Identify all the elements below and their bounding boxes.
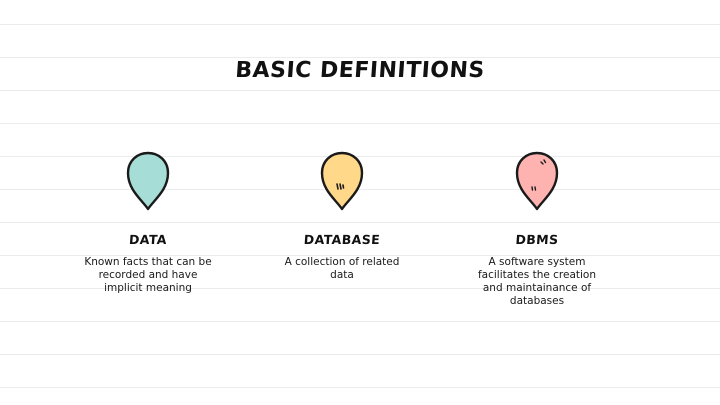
map-pin-icon [126,151,170,211]
ruled-line [0,321,720,322]
ruled-line [0,354,720,355]
ruled-line [0,24,720,25]
pin-body [126,151,170,211]
ruled-line [0,156,720,157]
ruled-line [0,288,720,289]
map-pin-icon [515,151,559,211]
ruled-line [0,90,720,91]
pin-body [320,151,364,211]
card-description: Known facts that can be recorded and hav… [84,256,212,294]
card-description: A collection of related data [284,256,400,281]
pin-body [515,151,559,211]
ruled-line [0,189,720,190]
ruled-line [0,222,720,223]
pin-shine-marks [336,183,345,190]
definition-card-data: DATA Known facts that can be recorded an… [58,150,238,295]
map-pin-icon [320,151,364,211]
definition-card-database: DATABASE A collection of related data [252,150,432,282]
definition-card-dbms: DBMS A software system facilitates the c… [447,150,627,308]
ruled-line [0,255,720,256]
card-heading: DATA [128,232,168,247]
slide-title: BASIC DEFINITIONS [234,58,486,83]
ruled-line [0,123,720,124]
ruled-line [0,57,720,58]
card-heading: DBMS [514,232,559,247]
ruled-line [0,387,720,388]
card-heading: DATABASE [303,232,381,247]
card-description: A software system facilitates the creati… [477,256,597,307]
pin-shine-marks [531,159,547,191]
